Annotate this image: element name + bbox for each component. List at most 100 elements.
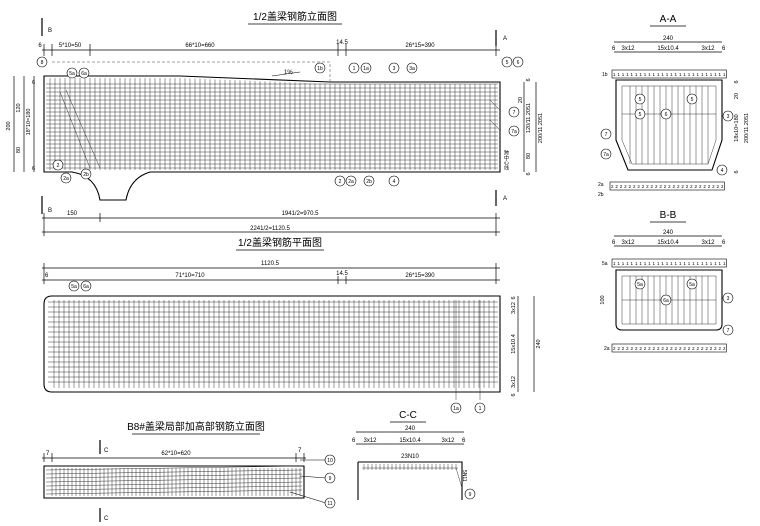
bar-table-cell: 1: [714, 261, 717, 266]
bb-top-dimension: 240 6 3x12 15x10.4 3x12 6: [612, 230, 726, 247]
bar-table-cell: 1: [622, 72, 625, 77]
bar-table-cell: 2: [705, 346, 708, 351]
bb-callouts: 5a 5a 6a 3 7: [634, 278, 734, 336]
bar-table-cell: 1: [714, 72, 717, 77]
local-dim-0: 7: [46, 451, 50, 457]
svg-text:6a: 6a: [83, 284, 89, 290]
aa-bottom-bar-label-0: 2a: [598, 182, 604, 188]
plan-dim-right-4: 6: [511, 393, 517, 396]
elev-callout-6: 6: [512, 56, 524, 68]
elev-dim-bottom-2: 2241/2=1120.5: [250, 226, 290, 232]
elev-callout-2a-right: 2a: [345, 175, 357, 187]
bar-table-cell: 2: [637, 184, 640, 189]
bar-table-cell: 2: [626, 346, 629, 351]
bar-table-cell: 2: [639, 346, 642, 351]
cc-rebar-lines: [362, 464, 463, 489]
bar-table-cell: 1: [723, 261, 726, 266]
local-callout-11: 11: [324, 497, 336, 509]
local-callouts: 10 9 11: [324, 454, 336, 509]
elev-dim-right-4: 80: [526, 153, 532, 159]
elevation-bottom-dimension: 150 1941/2=970.5 2241/2=1120.5: [42, 211, 500, 236]
bar-table-cell: 1: [661, 261, 664, 266]
elev-dim-top-1: 5*10=50: [59, 43, 82, 49]
local-longitudinal-bar: [45, 481, 303, 487]
aa-dim-right-1: 20: [734, 93, 740, 99]
bar-table-cell: 2: [703, 184, 706, 189]
plan-dim-top-0: 1120.5: [261, 261, 280, 267]
elevation-end-bar: [489, 99, 501, 111]
bar-table-cell: 2: [651, 184, 654, 189]
elev-dim-right-5: 6: [526, 172, 532, 175]
local-dim-2: 7: [298, 448, 302, 454]
bar-table-cell: 2: [664, 184, 667, 189]
svg-text:9: 9: [469, 492, 472, 498]
bar-table-cell: 1: [626, 72, 629, 77]
elev-callout-2a-left: 2a: [60, 172, 72, 184]
bar-table-cell: 1: [657, 261, 660, 266]
aa-callout-5-a: 5: [634, 93, 646, 105]
bar-table-cell: 1: [626, 261, 629, 266]
bar-table-cell: 1: [657, 72, 660, 77]
bar-table-cell: 2: [661, 346, 664, 351]
elev-callout-6a: 6a: [78, 67, 90, 79]
bar-table-cell: 1: [692, 261, 695, 266]
aa-top-dimension: 240 6 3x12 15x10.4 3x12 6: [612, 36, 726, 53]
elev-callout-2-right: 2: [334, 175, 346, 187]
local-elevation-view: B8#盖梁局部加高部钢筋立面图 7 62*10=620 7 C C 10 9: [42, 420, 336, 522]
elev-callout-4: 4: [388, 175, 400, 187]
aa-callout-5-c: 5: [634, 108, 646, 120]
bar-table-cell: 1: [679, 261, 682, 266]
local-longitudinal-bar: [45, 469, 303, 475]
aa-dim-right-0: 6: [734, 80, 740, 83]
svg-text:11: 11: [327, 501, 332, 507]
bar-table-cell: 1: [653, 261, 656, 266]
bar-table-cell: 2: [659, 184, 662, 189]
bar-table-cell: 1: [697, 72, 700, 77]
svg-text:7: 7: [727, 328, 730, 334]
aa-right-dimension: 6 20 18x10=180 200/11.2051 6: [734, 80, 750, 173]
plan-dim-right-5: 240: [536, 339, 542, 348]
bar-table-cell: 2: [677, 184, 680, 189]
bar-table-cell: 2: [631, 346, 634, 351]
plan-beam-outline: [43, 295, 501, 393]
elevation-slope-arrow: [271, 71, 301, 77]
bar-table-cell: 2: [708, 184, 711, 189]
bar-table-cell: 2: [666, 346, 669, 351]
cc-callout-9: 9: [464, 488, 476, 500]
bar-table-cell: 2: [690, 184, 693, 189]
elev-callout-8: 8: [36, 56, 48, 68]
bar-table-cell: 1: [701, 261, 704, 266]
bar-table-cell: 2: [613, 346, 616, 351]
local-leader-lines: [289, 459, 327, 504]
bar-table-cell: 1: [639, 72, 642, 77]
bar-table-cell: 2: [721, 184, 724, 189]
svg-text:4: 4: [721, 168, 724, 174]
svg-text:6: 6: [665, 112, 668, 118]
plan-dim-right-0: 6: [511, 296, 517, 299]
bar-table-cell: 1: [631, 72, 634, 77]
bar-table-cell: 2: [712, 184, 715, 189]
svg-text:6a: 6a: [81, 71, 87, 77]
aa-dim-3: 3x12: [701, 46, 715, 52]
cc-side-note: 5N11: [461, 470, 467, 482]
bar-table-cell: 1: [613, 261, 616, 266]
bar-table-frame: [609, 181, 725, 191]
svg-text:2a: 2a: [63, 176, 69, 182]
elev-callout-1: 1: [348, 62, 360, 74]
bar-table-cell: 2: [714, 346, 717, 351]
bar-table-cell: 2: [620, 184, 623, 189]
svg-text:2b: 2b: [366, 179, 372, 185]
bb-top-bar-label: 5a: [602, 261, 608, 267]
svg-text:5a: 5a: [71, 284, 77, 290]
elev-dim-top-2: 66*10=660: [185, 43, 215, 49]
svg-text:2b: 2b: [83, 172, 89, 178]
bb-callout-5a-right: 5a: [686, 278, 698, 290]
svg-text:1a: 1a: [453, 406, 459, 412]
bar-table-frame: [611, 69, 727, 79]
svg-text:6a: 6a: [663, 298, 669, 304]
cc-width: 240: [405, 426, 416, 432]
svg-text:7: 7: [513, 110, 516, 116]
